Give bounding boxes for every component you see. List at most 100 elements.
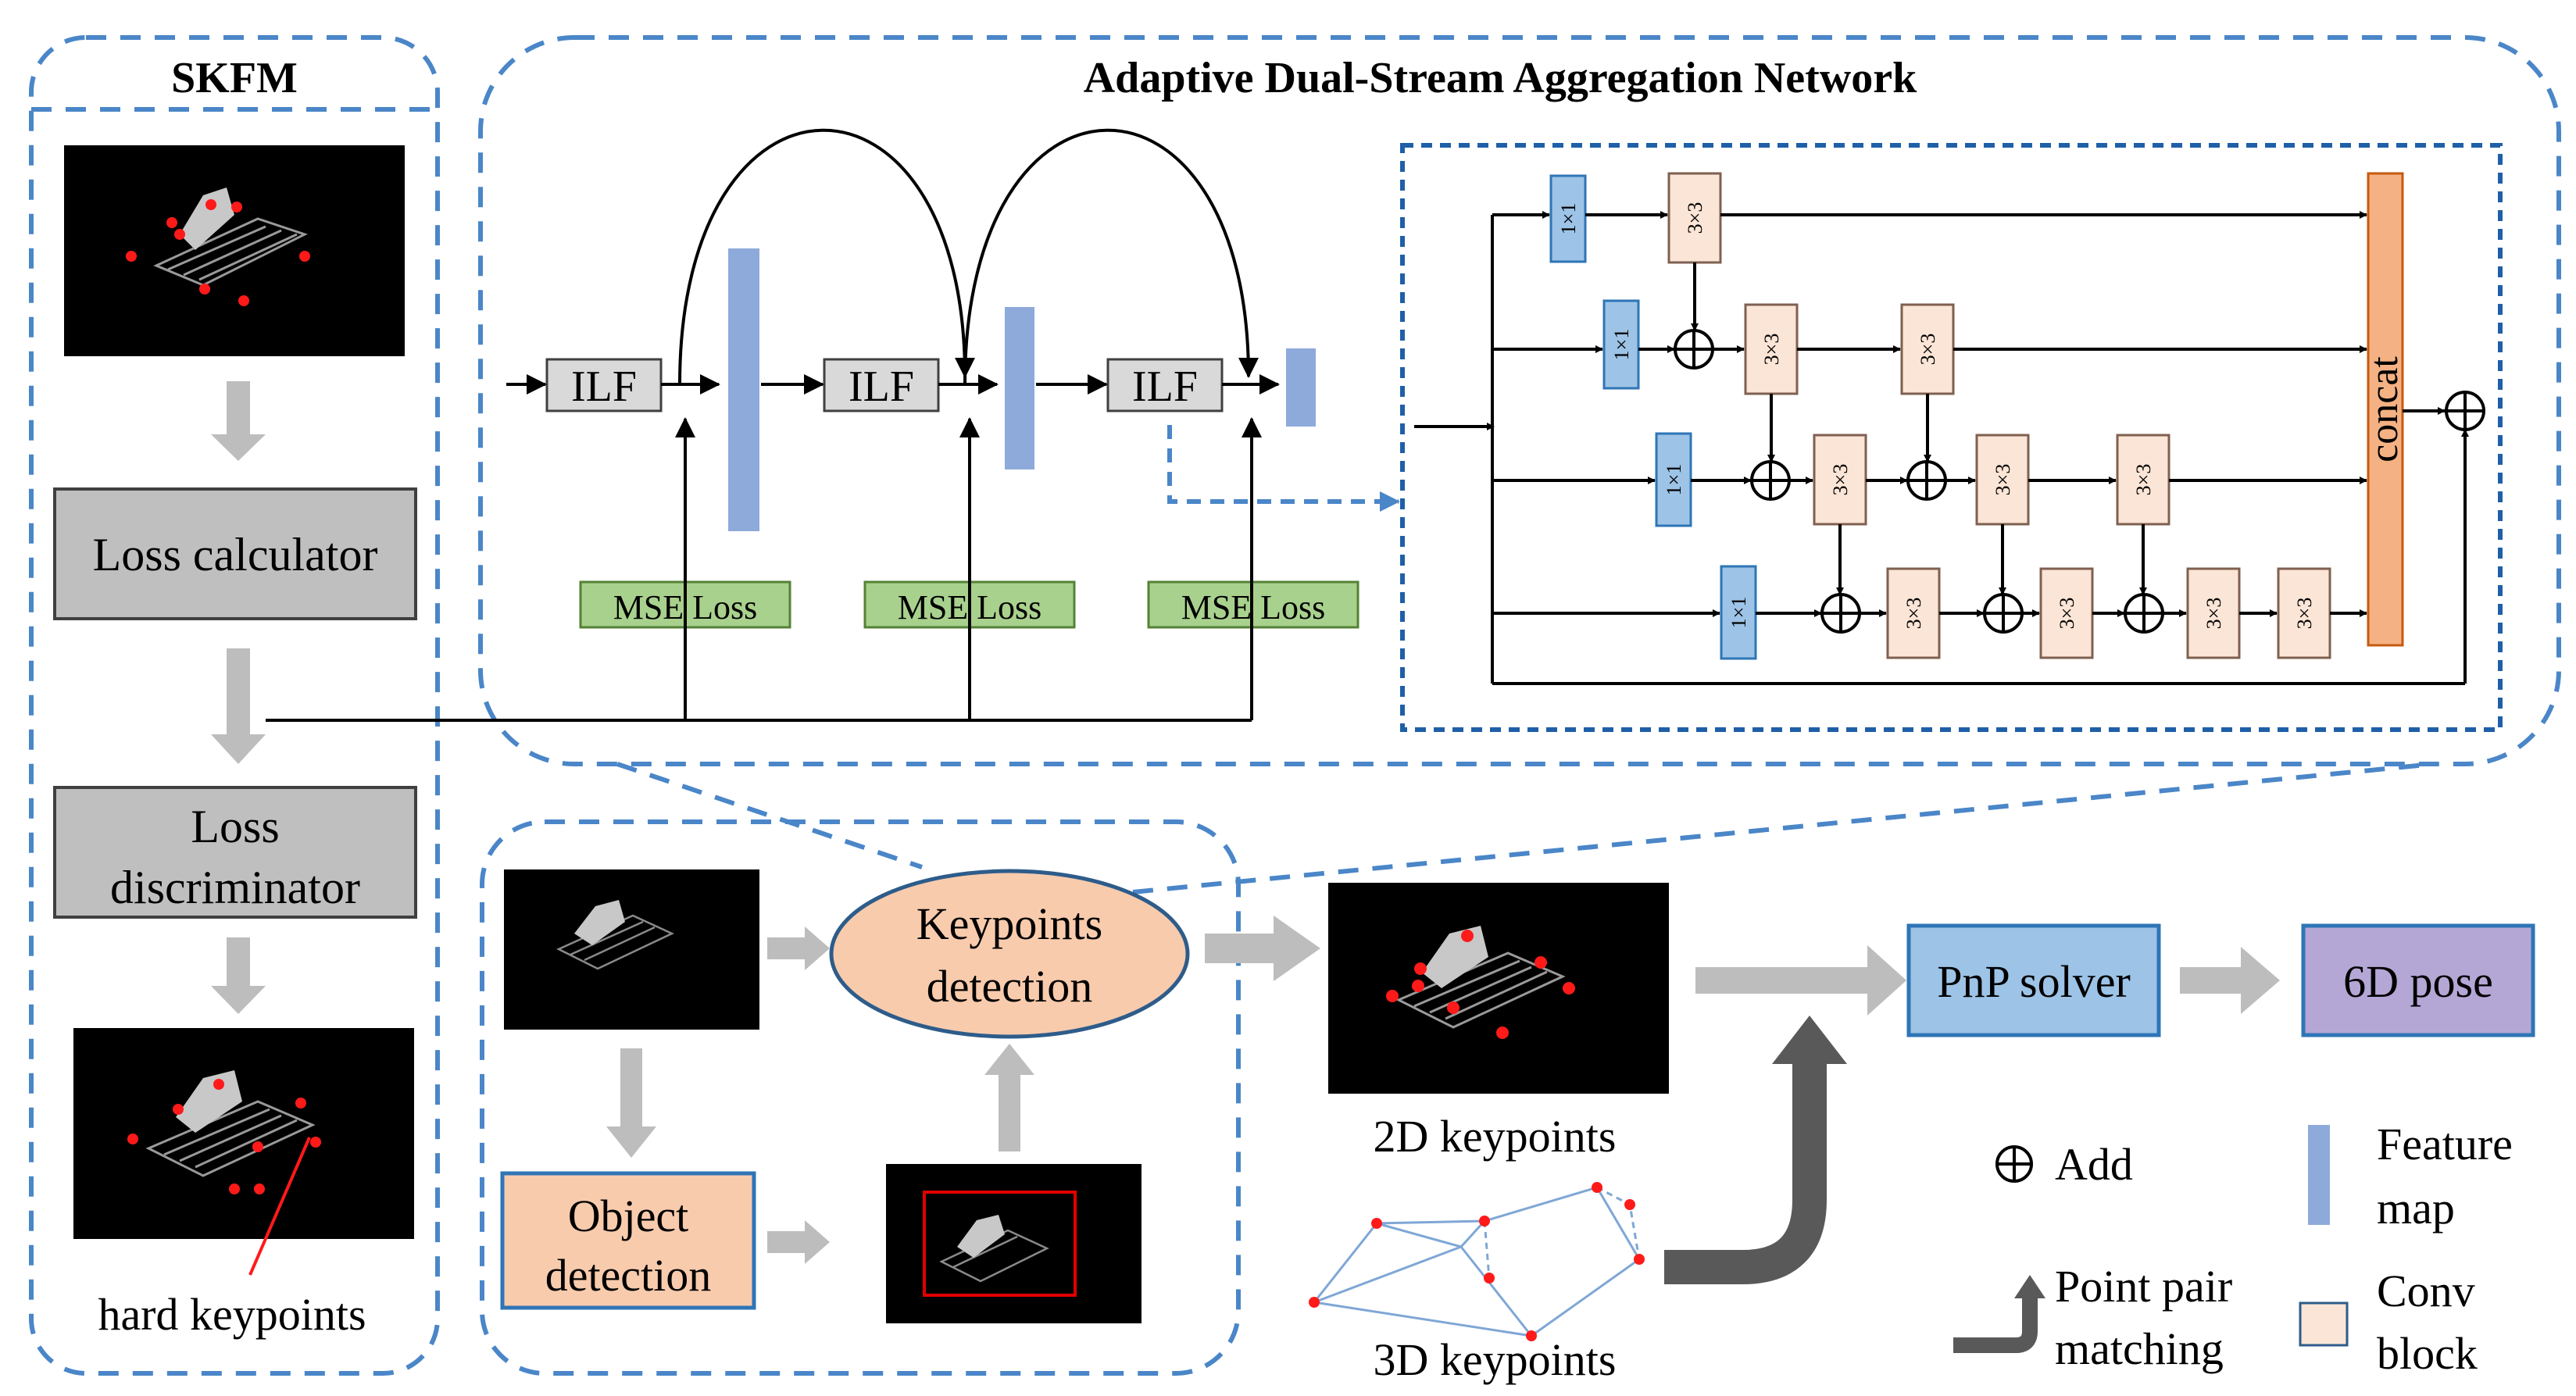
- ilf-detail: 1×1 1×1 1×1 1×1 3×3 3×3 3×3 3×3 3×3 3: [1400, 143, 2503, 732]
- arrow-crop-to-keypoints: [984, 1044, 1034, 1151]
- svg-text:3×3: 3×3: [1917, 334, 1939, 366]
- loss-discriminator-box: [53, 786, 417, 919]
- legend-conv-block-label-2: block: [2377, 1328, 2478, 1379]
- svg-text:1×1: 1×1: [1727, 597, 1750, 629]
- cropped-image: [886, 1164, 1142, 1323]
- skfm-border: [29, 35, 440, 1376]
- svg-text:3×3: 3×3: [1684, 202, 1706, 234]
- zoom-line-left: [616, 762, 923, 869]
- conv-1x1-row2: 1×1: [1602, 299, 1640, 390]
- input-image: [504, 869, 759, 1030]
- arrow-object-to-crop: [767, 1220, 830, 1264]
- legend-add-icon: [1995, 1145, 2033, 1183]
- add-node: [1983, 593, 2024, 634]
- skfm-arrow-2: [211, 648, 266, 764]
- svg-text:1×1: 1×1: [1663, 464, 1685, 496]
- skip-connection-1: [678, 128, 975, 385]
- conv-3x3-r3-3: 3×3: [2116, 434, 2170, 526]
- conv-3x3-r3-1: 3×3: [1813, 434, 1867, 526]
- svg-text:concat: concat: [2362, 356, 2406, 462]
- hard-keypoints-label: hard keypoints: [98, 1289, 366, 1340]
- point-pair-arrow: [1664, 1064, 1827, 1284]
- svg-text:3×3: 3×3: [1829, 464, 1852, 496]
- legend-feature-map-icon: [2308, 1125, 2330, 1225]
- conv-3x3-r2-2: 3×3: [1900, 303, 1955, 395]
- svg-text:ILF: ILF: [1132, 362, 1198, 411]
- svg-text:Object: Object: [568, 1191, 689, 1241]
- concat-block: concat: [2362, 172, 2406, 647]
- conv-3x3-r4-2: 3×3: [2039, 567, 2094, 659]
- svg-text:ILF: ILF: [849, 362, 914, 411]
- keypoints-2d-image: [1328, 883, 1669, 1094]
- conv-3x3-r4-1: 3×3: [1886, 567, 1941, 659]
- legend-point-pair-label-2: matching: [2055, 1323, 2224, 1374]
- skip-connection-2: [963, 128, 1259, 385]
- svg-text:detection: detection: [545, 1250, 712, 1301]
- ilf-detail-border: [1400, 143, 2503, 732]
- conv-1x1-row4: 1×1: [1720, 565, 1757, 660]
- skfm-arrow-3: [211, 937, 266, 1014]
- svg-text:PnP solver: PnP solver: [1937, 956, 2131, 1007]
- conv-3x3-r2-1: 3×3: [1744, 303, 1799, 395]
- network-panel: Adaptive Dual-Stream Aggregation Network…: [266, 35, 2561, 766]
- conv-1x1-row1: 1×1: [1549, 174, 1587, 263]
- zoom-line-right: [1132, 762, 2435, 894]
- skfm-panel: SKFM Loss calculator Loss discriminator: [29, 35, 440, 1376]
- svg-text:3×3: 3×3: [2056, 598, 2078, 630]
- add-node: [1674, 329, 1714, 370]
- svg-text:3×3: 3×3: [2293, 598, 2316, 630]
- svg-text:1×1: 1×1: [1557, 203, 1580, 235]
- loss-discriminator-label-2: discriminator: [110, 862, 360, 913]
- conv-3x3-r1-1: 3×3: [1667, 172, 1722, 264]
- object-detection: Object detection: [500, 1171, 756, 1310]
- arrow-image-to-keypoints: [767, 927, 830, 970]
- svg-text:3×3: 3×3: [2132, 464, 2155, 496]
- pose-6d-box: 6D pose: [2301, 923, 2535, 1037]
- add-node: [1750, 460, 1791, 501]
- loss-calculator-label: Loss calculator: [93, 529, 378, 580]
- ilf-block-2: ILF: [823, 358, 940, 412]
- svg-text:6D pose: 6D pose: [2343, 956, 2493, 1007]
- loss-discriminator-label-1: Loss: [191, 801, 279, 852]
- conv-3x3-r3-2: 3×3: [1975, 434, 2030, 526]
- svg-text:3×3: 3×3: [1992, 464, 2014, 496]
- feature-map-2: [1005, 307, 1034, 469]
- legend-feature-map-label-1: Feature: [2377, 1119, 2513, 1169]
- detection-border: [480, 819, 1241, 1376]
- feature-map-3: [1286, 348, 1316, 427]
- svg-text:3×3: 3×3: [1760, 334, 1783, 366]
- svg-text:3×3: 3×3: [1903, 598, 1925, 630]
- add-nodes: [1674, 329, 2485, 634]
- svg-text:Keypoints: Keypoints: [916, 898, 1102, 949]
- legend-conv-block-label-1: Conv: [2377, 1266, 2475, 1316]
- legend-feature-map-label-2: map: [2377, 1183, 2455, 1234]
- network-border: [478, 35, 2561, 766]
- conv-3x3-r4-4: 3×3: [2277, 567, 2331, 659]
- skfm-output-image: [73, 1028, 414, 1276]
- skfm-arrow-1: [211, 381, 266, 461]
- conv-3x3-blocks: 3×3 3×3 3×3 3×3 3×3 3×3 3×3 3×3 3×3 3×3: [1667, 172, 2331, 659]
- point-pair-arrow-head: [1772, 1016, 1847, 1064]
- svg-text:detection: detection: [927, 961, 1093, 1012]
- loss-calculator-box: [53, 487, 417, 620]
- legend-point-pair-label-1: Point pair: [2055, 1261, 2232, 1312]
- add-node: [2124, 593, 2164, 634]
- svg-text:3×3: 3×3: [2203, 598, 2225, 630]
- detection-panel: Keypoints detection Object detection: [480, 762, 2435, 1376]
- keypoints-3d-label: 3D keypoints: [1374, 1334, 1617, 1385]
- add-node: [1820, 593, 1861, 634]
- feature-map-1: [728, 248, 759, 531]
- arrow-image-to-object-detection: [606, 1048, 656, 1158]
- conv-1x1-row3: 1×1: [1655, 432, 1692, 527]
- arrow-pnp-to-pose: [2180, 947, 2280, 1014]
- svg-text:ILF: ILF: [571, 362, 637, 411]
- arrow-2d-to-pnp: [1695, 945, 1906, 1016]
- legend-point-pair-icon: [1953, 1275, 2045, 1353]
- keypoints-detection: Keypoints detection: [829, 869, 1190, 1039]
- ilf-block-1: ILF: [545, 358, 663, 412]
- skfm-title: SKFM: [171, 54, 298, 102]
- keypoints-2d-label: 2D keypoints: [1374, 1111, 1617, 1162]
- ilf-block-3: ILF: [1106, 358, 1224, 412]
- keypoints-3d-wireframe: [1309, 1182, 1645, 1341]
